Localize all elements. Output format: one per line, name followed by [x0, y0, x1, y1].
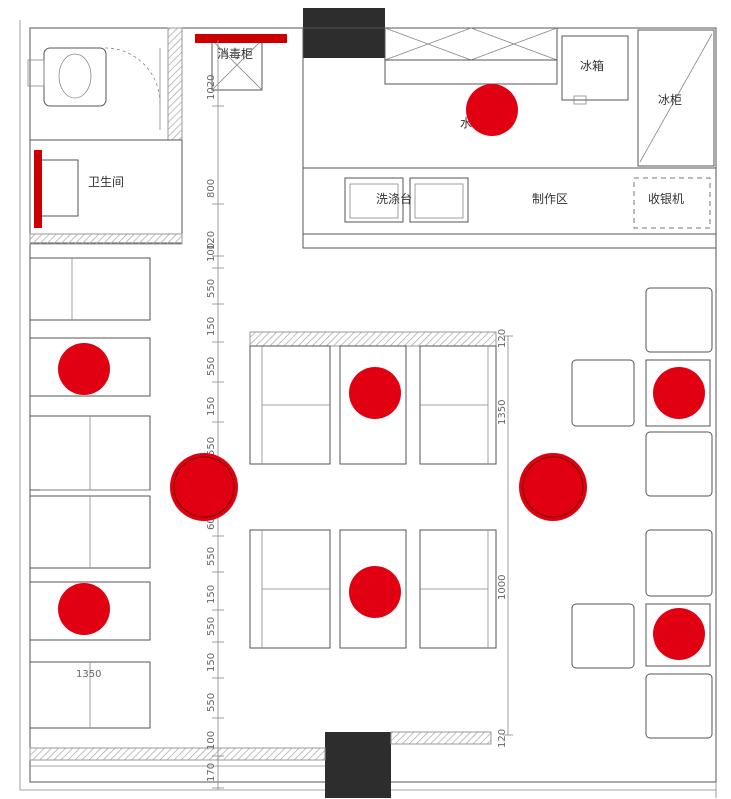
- dimension-label: 100: [206, 243, 217, 262]
- dimension-label: 550: [206, 617, 217, 636]
- dimension-label: 120: [206, 231, 217, 250]
- dimension-label: 150: [206, 397, 217, 416]
- fridge-label: 冰箱: [580, 58, 604, 73]
- sterilizer-label: 消毒柜: [217, 47, 253, 61]
- marker-left-lower: [58, 583, 110, 635]
- prep-area-label: 制作区: [532, 192, 568, 206]
- dim-right-upper: 1350: [497, 400, 508, 425]
- freezer-label: 冰柜: [658, 93, 682, 107]
- marker-kitchen: [466, 84, 518, 136]
- restroom-area: 卫生间: [27, 27, 183, 245]
- dimension-label: 600: [206, 511, 217, 530]
- column-top: [303, 8, 385, 58]
- center-seating: 1350 1000 120 120: [249, 329, 513, 748]
- marker-aisle-right: [519, 453, 587, 521]
- dim-bottom-small: 120: [497, 729, 508, 748]
- wash-basin: [37, 159, 79, 217]
- left-seating: 1350: [29, 257, 151, 729]
- sterilizer: 消毒柜: [195, 34, 287, 91]
- marker-center-lower: [349, 566, 401, 618]
- dimension-label: 150: [206, 317, 217, 336]
- marker-right-upper: [653, 367, 705, 419]
- dim-top-small: 120: [497, 329, 508, 348]
- marker-center-upper: [349, 367, 401, 419]
- dimension-label: 100: [206, 731, 217, 750]
- cashier: [633, 177, 711, 229]
- dimension-label: 550: [206, 693, 217, 712]
- kitchen-area: 冰箱 冰柜 水 洗涤台 制作区 收银机: [302, 27, 717, 249]
- column-bottom: [325, 732, 391, 798]
- cashier-label: 收银机: [648, 192, 684, 206]
- dimension-label: 550: [206, 357, 217, 376]
- sink-label: 洗涤台: [376, 191, 412, 206]
- dimension-label: 150: [206, 653, 217, 672]
- marker-ring: [522, 456, 584, 518]
- marker-aisle-left: [170, 453, 238, 521]
- fridge: [561, 35, 629, 101]
- dim-1350-label: 1350: [76, 669, 101, 680]
- dimension-label: 1020: [206, 75, 217, 100]
- freezer: [637, 29, 715, 167]
- restroom-label: 卫生间: [88, 175, 124, 189]
- dimension-label: 150: [206, 585, 217, 604]
- red-bar-top: [195, 34, 287, 43]
- right-seating: [571, 287, 713, 739]
- dimension-label: 550: [206, 437, 217, 456]
- dimension-label: 170: [206, 763, 217, 782]
- sink-left: [344, 177, 404, 223]
- markers: [58, 84, 705, 660]
- bottom-wall: [29, 731, 492, 767]
- dim-right-lower: 1000: [497, 575, 508, 600]
- marker-ring: [173, 456, 235, 518]
- dimension-label: 550: [206, 279, 217, 298]
- dimension-chain: 1020800120100550150550150550600550150550…: [206, 75, 224, 789]
- marker-left-upper: [58, 343, 110, 395]
- sink-right: [409, 177, 469, 223]
- toilet: [43, 47, 107, 107]
- dimension-label: 550: [206, 547, 217, 566]
- dimension-label: 800: [206, 179, 217, 198]
- marker-right-lower: [653, 608, 705, 660]
